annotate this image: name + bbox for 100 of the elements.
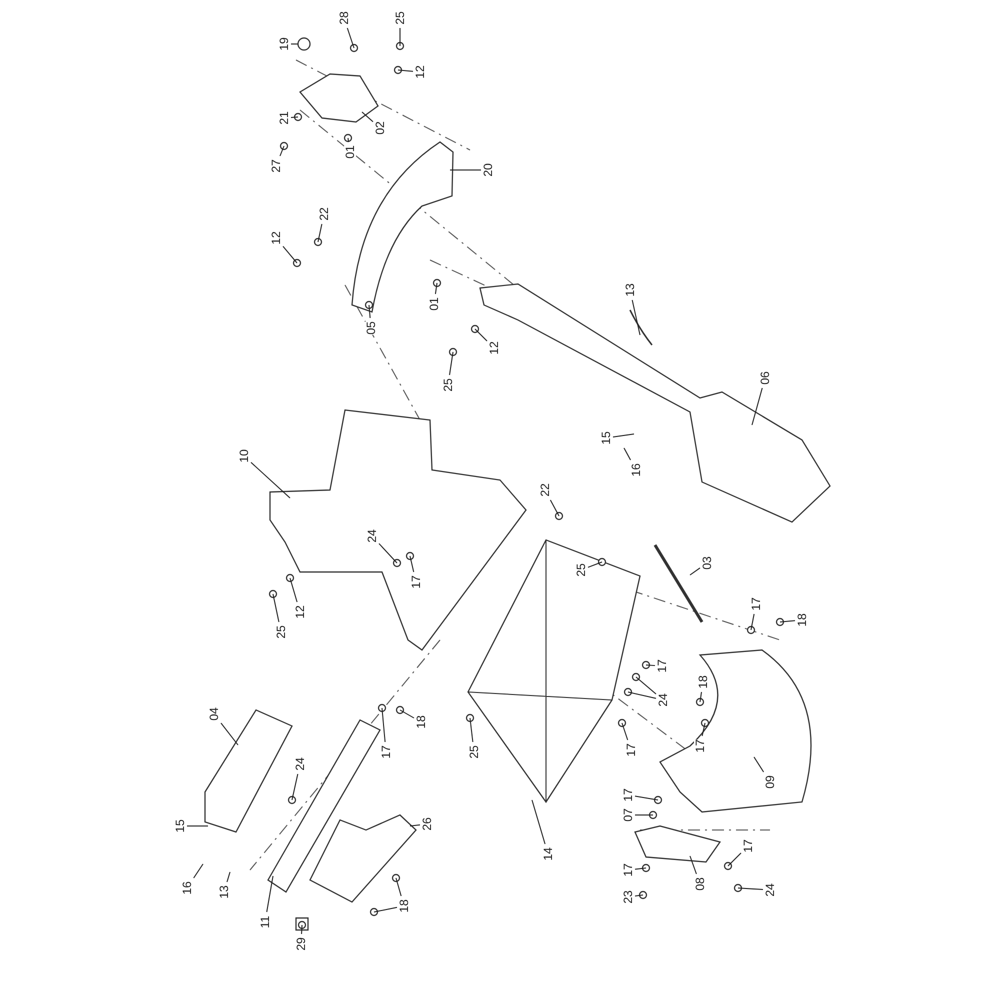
leader-line	[636, 676, 656, 695]
leader-line	[290, 578, 298, 602]
callout-number: 12	[414, 65, 426, 79]
leader-line	[301, 924, 302, 934]
leader-line	[282, 246, 298, 264]
callout-number: 17	[656, 659, 668, 673]
callout-number: 07	[622, 808, 634, 822]
callout-number: 17	[622, 863, 634, 877]
leader-line	[193, 864, 204, 878]
leader-line	[690, 567, 700, 576]
callout-number: 20	[482, 163, 494, 177]
callout-number: 16	[181, 881, 193, 895]
leader-line	[374, 906, 398, 912]
leader-line	[624, 448, 632, 460]
leader-line	[752, 388, 763, 426]
leader-line	[532, 800, 546, 844]
callout-number: 22	[318, 207, 330, 221]
callout-number: 25	[468, 745, 480, 759]
leader-line	[292, 774, 298, 800]
callout-number: 17	[380, 745, 392, 759]
callout-number: 24	[764, 883, 776, 897]
callout-number: 27	[270, 159, 282, 173]
callout-number: 09	[764, 775, 776, 789]
leader-line	[382, 708, 386, 742]
callout-number: 24	[366, 529, 378, 543]
leader-line	[410, 824, 420, 826]
leader-line	[634, 894, 644, 897]
callout-number: 15	[174, 819, 186, 833]
leader-line	[634, 814, 654, 816]
leader-line	[449, 352, 454, 376]
leader-line	[702, 722, 706, 736]
callout-number: 12	[270, 231, 282, 245]
callout-number: 17	[694, 739, 706, 753]
callout-number: 24	[657, 693, 669, 707]
leader-line	[700, 692, 702, 702]
leader-line	[346, 28, 354, 48]
callout-number: 04	[208, 707, 220, 721]
callout-number: 12	[294, 605, 306, 619]
leader-line	[368, 304, 371, 318]
leader-line	[250, 462, 290, 498]
callout-number: 22	[539, 483, 551, 497]
leader-line	[588, 562, 602, 568]
callout-number: 11	[259, 916, 271, 928]
callout-number: 17	[622, 788, 634, 802]
leader-line	[622, 722, 628, 740]
callout-number: 08	[694, 877, 706, 891]
callout-number: 16	[630, 463, 642, 477]
leader-line	[396, 878, 402, 896]
leader-line	[754, 756, 764, 772]
callout-number: 01	[428, 297, 440, 311]
callout-number: 25	[275, 625, 287, 639]
leader-line	[628, 692, 656, 699]
callout-number: 24	[294, 757, 306, 771]
leader-line	[550, 500, 560, 516]
leader-line	[318, 224, 322, 242]
leader-line	[474, 328, 488, 342]
leader-line	[220, 722, 238, 746]
leader-line	[226, 872, 230, 882]
callout-number: 15	[600, 431, 612, 445]
callout-number: 29	[295, 937, 307, 951]
callout-number: 13	[218, 885, 230, 899]
leader-line	[470, 718, 474, 742]
callout-number: 06	[759, 371, 771, 385]
callout-number: 18	[398, 899, 410, 913]
leader-line	[266, 876, 274, 912]
leader-line	[348, 138, 350, 142]
leader-line	[434, 282, 438, 294]
callout-number: 17	[410, 575, 422, 589]
callout-number: 12	[488, 341, 500, 355]
leader-line	[750, 614, 755, 630]
leader-line	[290, 116, 298, 118]
callout-number: 21	[278, 111, 290, 125]
leader-line	[398, 70, 414, 72]
callout-number: 14	[542, 847, 554, 861]
leader-line	[632, 300, 640, 336]
callout-number: 03	[701, 556, 713, 570]
leader-line	[362, 112, 374, 122]
leader-line	[634, 868, 646, 870]
callout-number: 28	[338, 11, 350, 25]
leader-line	[728, 852, 742, 866]
callout-number: 19	[278, 37, 290, 51]
callout-number: 18	[415, 715, 427, 729]
leader-line	[646, 664, 656, 666]
callout-number: 10	[238, 449, 250, 463]
leader-line	[280, 146, 284, 156]
leader-line	[738, 888, 764, 890]
leader-line	[690, 856, 697, 874]
callout-number: 01	[344, 145, 356, 159]
leader-line	[612, 434, 634, 438]
leader-line	[634, 796, 658, 800]
leader-line	[272, 594, 280, 622]
callout-number: 25	[442, 378, 454, 392]
callout-number: 23	[622, 890, 634, 904]
callout-number: 17	[742, 839, 754, 853]
callout-number: 13	[624, 283, 636, 297]
leader-line	[780, 620, 796, 622]
leader-line	[400, 710, 414, 718]
callout-number: 02	[374, 121, 386, 135]
callout-number: 26	[421, 817, 433, 831]
callout-number: 17	[750, 597, 762, 611]
